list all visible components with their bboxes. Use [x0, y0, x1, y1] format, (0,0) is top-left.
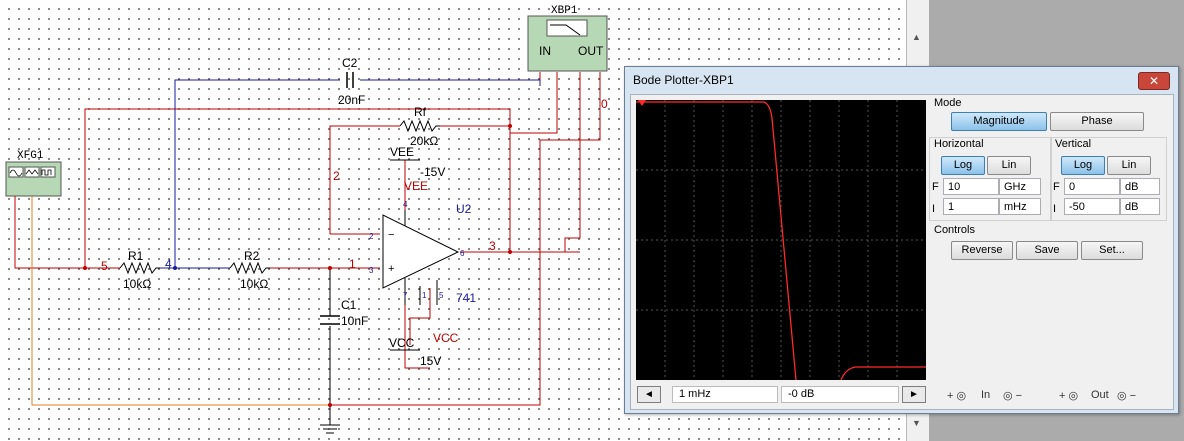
horizontal-label: Horizontal	[934, 138, 984, 150]
rf-value: 20kΩ	[410, 134, 438, 148]
pin-1: 1	[422, 291, 427, 300]
h-initial-input[interactable]: 1	[943, 198, 999, 215]
opamp-symbol[interactable]	[382, 214, 460, 289]
h-final-unit[interactable]: GHz	[999, 178, 1041, 195]
v-initial-input[interactable]: -50	[1064, 198, 1120, 215]
pin-5: 5	[439, 291, 444, 300]
cursor-left-button[interactable]: ◄	[637, 386, 661, 403]
pin-6: 6	[460, 249, 465, 258]
svg-text:+: +	[388, 263, 394, 275]
scroll-down-icon[interactable]: ▼	[912, 418, 921, 428]
vcc-label: VCC	[389, 336, 415, 350]
opamp-model: 741	[456, 291, 476, 305]
bode-plot[interactable]	[636, 100, 926, 381]
net-2: 2	[333, 169, 340, 183]
bode-body: ◄ 1 mHz -0 dB ► Mode Magnitude Phase Hor…	[630, 94, 1174, 410]
h-final-label: F	[932, 181, 939, 193]
controls-label: Controls	[934, 224, 975, 236]
v-final-input[interactable]: 0	[1064, 178, 1120, 195]
out-label: Out	[1091, 389, 1109, 401]
readout-bar: ◄ 1 mHz -0 dB ►	[636, 384, 926, 404]
v-initial-label: I	[1053, 203, 1057, 215]
svg-text:−: −	[388, 229, 394, 241]
set-button[interactable]: Set...	[1081, 241, 1143, 260]
net-3: 3	[489, 239, 496, 253]
in-plus-sign: +	[947, 390, 954, 402]
xfg1-label: XFG1	[17, 150, 44, 162]
h-final-input[interactable]: 10	[943, 178, 999, 195]
pin-4: 4	[403, 200, 408, 209]
net-0: 0	[601, 97, 608, 111]
c2-name: C2	[342, 56, 358, 70]
c1-name: C1	[341, 298, 357, 312]
xbp1-label: XBP1	[551, 5, 578, 17]
in-minus-terminal[interactable]: ◎ −	[1003, 390, 1023, 402]
magnitude-curve-tail	[840, 366, 926, 381]
out-minus-sign: −	[1129, 390, 1137, 402]
c2-value: 20nF	[338, 93, 365, 107]
magnitude-button[interactable]: Magnitude	[951, 112, 1047, 131]
frequency-readout: 1 mHz	[672, 386, 778, 403]
reverse-button[interactable]: Reverse	[951, 241, 1013, 260]
vcc-net: VCC	[433, 331, 459, 345]
v-final-unit[interactable]: dB	[1120, 178, 1160, 195]
in-minus-sign: −	[1015, 390, 1023, 402]
save-button[interactable]: Save	[1016, 241, 1078, 260]
xbp-in-label: IN	[539, 44, 551, 58]
window-title: Bode Plotter-XBP1	[633, 73, 734, 87]
out-plus-terminal[interactable]: + ◎	[1059, 390, 1079, 402]
in-label: In	[981, 389, 991, 401]
mode-label: Mode	[934, 97, 962, 109]
v-final-label: F	[1053, 181, 1060, 193]
cursor-icon[interactable]	[638, 100, 646, 106]
r2-value: 10kΩ	[240, 277, 268, 291]
bode-plotter-window[interactable]: Bode Plotter-XBP1 ✕	[624, 66, 1179, 414]
scroll-up-icon[interactable]: ▲	[912, 32, 921, 42]
horizontal-log-button[interactable]: Log	[941, 156, 985, 175]
c1-value: 10nF	[341, 314, 368, 328]
bode-plot-svg	[636, 100, 926, 381]
in-plus-terminal[interactable]: + ◎	[947, 390, 967, 402]
horizontal-lin-button[interactable]: Lin	[987, 156, 1031, 175]
vertical-group	[1051, 137, 1167, 221]
r2-name: R2	[244, 249, 260, 263]
close-button[interactable]: ✕	[1138, 72, 1170, 90]
vertical-label: Vertical	[1055, 138, 1092, 150]
vcc-value: 15V	[420, 354, 441, 368]
net-1: 1	[349, 257, 356, 271]
schematic-drawing[interactable]: XFG1 XBP1 IN OUT	[0, 0, 906, 441]
out-plus-sign: +	[1059, 390, 1066, 402]
vertical-lin-button[interactable]: Lin	[1107, 156, 1151, 175]
h-initial-unit[interactable]: mHz	[999, 198, 1041, 215]
h-initial-label: I	[932, 203, 936, 215]
vee-value: -15V	[420, 165, 445, 179]
net-5: 5	[101, 259, 108, 273]
opamp-ref: U2	[456, 202, 472, 216]
net-4: 4	[165, 257, 172, 271]
pin-2: 2	[369, 232, 374, 241]
vertical-log-button[interactable]: Log	[1061, 156, 1105, 175]
magnitude-curve	[636, 101, 797, 381]
pin-7: 7	[403, 291, 408, 300]
pin-3: 3	[369, 266, 374, 275]
vee-label: VEE	[390, 145, 414, 159]
rf-name: Rf	[414, 105, 427, 119]
phase-button[interactable]: Phase	[1050, 112, 1144, 131]
cursor-right-button[interactable]: ►	[902, 386, 926, 403]
vee-net: VEE	[404, 179, 428, 193]
gain-readout: -0 dB	[781, 386, 899, 403]
horizontal-group	[929, 137, 1051, 221]
r1-name: R1	[128, 249, 144, 263]
r1-value: 10kΩ	[123, 277, 151, 291]
out-minus-terminal[interactable]: ◎ −	[1117, 390, 1137, 402]
xbp-out-label: OUT	[578, 44, 604, 58]
v-initial-unit[interactable]: dB	[1120, 198, 1160, 215]
